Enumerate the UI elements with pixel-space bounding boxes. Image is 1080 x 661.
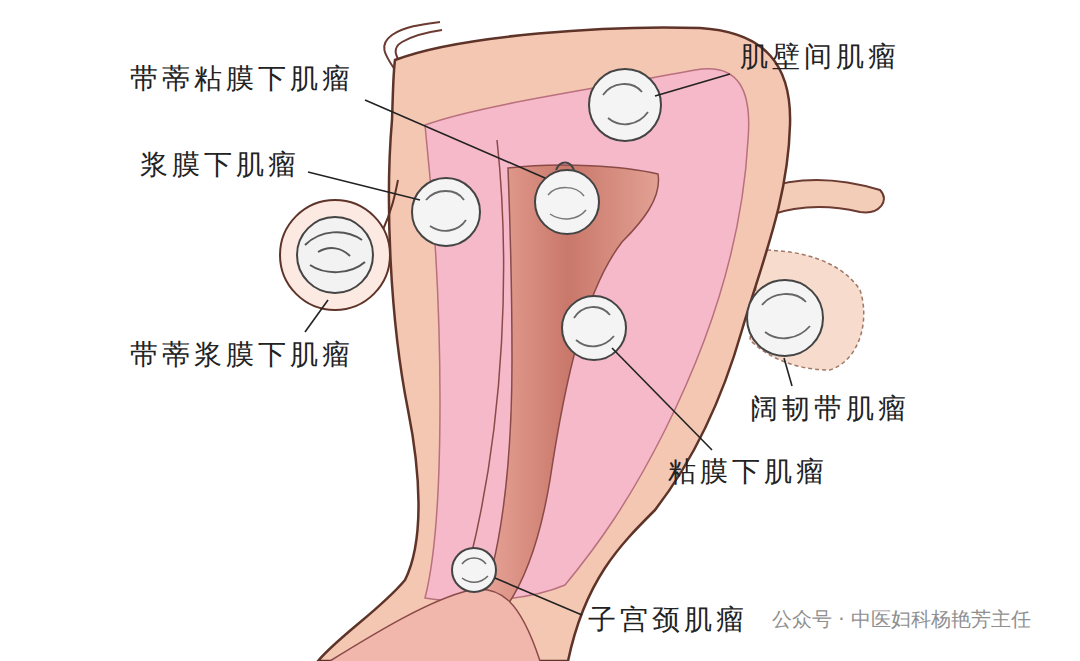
fibroid: [562, 296, 626, 360]
fibroid: [452, 548, 496, 592]
part-label: 阔韧带肌瘤: [750, 392, 910, 426]
leader-lines: [305, 74, 792, 615]
fibroid: [535, 163, 599, 235]
leader-line: [495, 578, 582, 615]
fibroid: [297, 217, 373, 293]
cervical-canal: [330, 589, 540, 661]
fibroid: [589, 69, 661, 141]
leader-line: [308, 172, 420, 200]
part-label: 带蒂粘膜下肌瘤: [130, 62, 354, 96]
leader-line: [365, 100, 545, 178]
uterine-cavity: [478, 165, 659, 615]
leader-line: [784, 358, 792, 386]
part-label: 粘膜下肌瘤: [668, 455, 828, 489]
fibroid: [747, 280, 823, 356]
watermark: 公众号 · 中医妇科杨艳芳主任: [772, 607, 1031, 631]
part-label: 肌壁间肌瘤: [740, 40, 900, 74]
leader-line: [655, 74, 730, 96]
part-label: 带蒂浆膜下肌瘤: [130, 338, 354, 372]
inset-circle: [280, 200, 390, 310]
leader-line: [612, 348, 712, 450]
stalk: [382, 180, 398, 232]
part-label: 浆膜下肌瘤: [140, 148, 300, 182]
myometrium: [425, 69, 749, 601]
uterus-outline: [318, 27, 790, 661]
leader-line: [305, 300, 328, 332]
part-label: 子宫颈肌瘤: [588, 603, 748, 637]
fibroid: [412, 178, 480, 246]
